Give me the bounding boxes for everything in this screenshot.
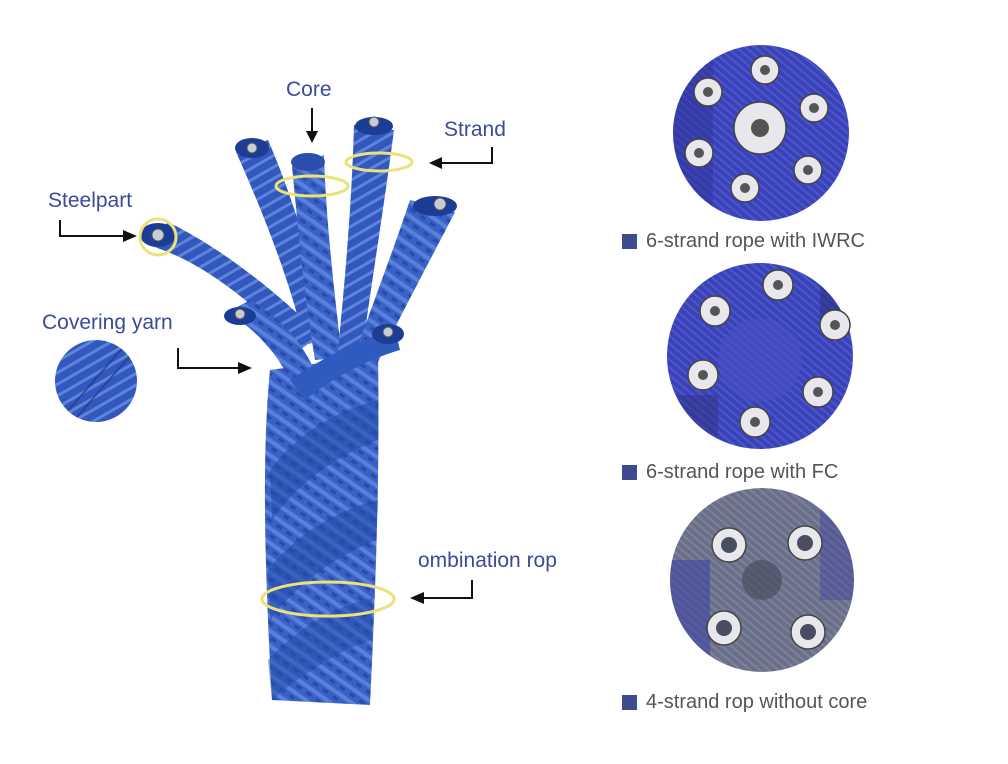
strand-end-core [291, 153, 325, 171]
rope-twist-2 [268, 500, 378, 620]
cross-section-4-strand [670, 488, 854, 672]
caption-iwrc-text: 6-strand rope with IWRC [646, 230, 865, 252]
rope-twist-1 [270, 400, 378, 520]
caption-4-strand: 4-strand rop without core [622, 691, 867, 714]
ring-steelpart [138, 217, 178, 257]
steel-core-1 [151, 228, 165, 242]
ring-combination-rope [260, 580, 396, 618]
caption-iwrc: 6-strand rope with IWRC [622, 230, 865, 253]
pointer-arrows [59, 108, 493, 604]
label-covering-yarn: Covering yarn [42, 311, 173, 334]
caption-fc: 6-strand rope with FC [622, 461, 838, 484]
label-steelpart: Steelpart [48, 189, 133, 212]
highlight-rings [138, 151, 414, 618]
strand-core [292, 155, 342, 360]
arrow-head-combination-rope [410, 592, 424, 604]
strand-front [290, 330, 400, 400]
label-core: Core [286, 78, 332, 101]
caption-fc-text: 6-strand rope with FC [646, 461, 839, 483]
label-strand: Strand [444, 118, 506, 141]
label-combination-rope: ombination rop [418, 549, 557, 572]
strand-center-right [338, 125, 394, 352]
steel-core-6 [382, 326, 394, 338]
cross-section-iwrc [673, 45, 849, 221]
arrow-head-strand [429, 157, 442, 169]
steel-core-2 [246, 142, 258, 154]
strand-far-left [148, 222, 320, 350]
ring-core [274, 174, 350, 198]
covering-yarn-swatch [55, 340, 137, 422]
caption-marker [622, 465, 637, 480]
caption-4-strand-text: 4-strand rop without core [646, 691, 868, 713]
caption-marker [622, 695, 637, 710]
arrow-head-covering-yarn [238, 362, 252, 374]
steel-core-3 [368, 116, 380, 128]
ring-strand [344, 151, 414, 173]
cross-section-fc [667, 263, 853, 449]
strand-right [355, 200, 455, 362]
rope-twist-3 [268, 598, 372, 700]
arrow-head-core [306, 131, 318, 143]
steel-core-4 [433, 197, 447, 211]
caption-marker [622, 234, 637, 249]
steel-core-5 [234, 308, 246, 320]
arrow-head-steelpart [123, 230, 137, 242]
combination-rope-body [140, 116, 457, 705]
